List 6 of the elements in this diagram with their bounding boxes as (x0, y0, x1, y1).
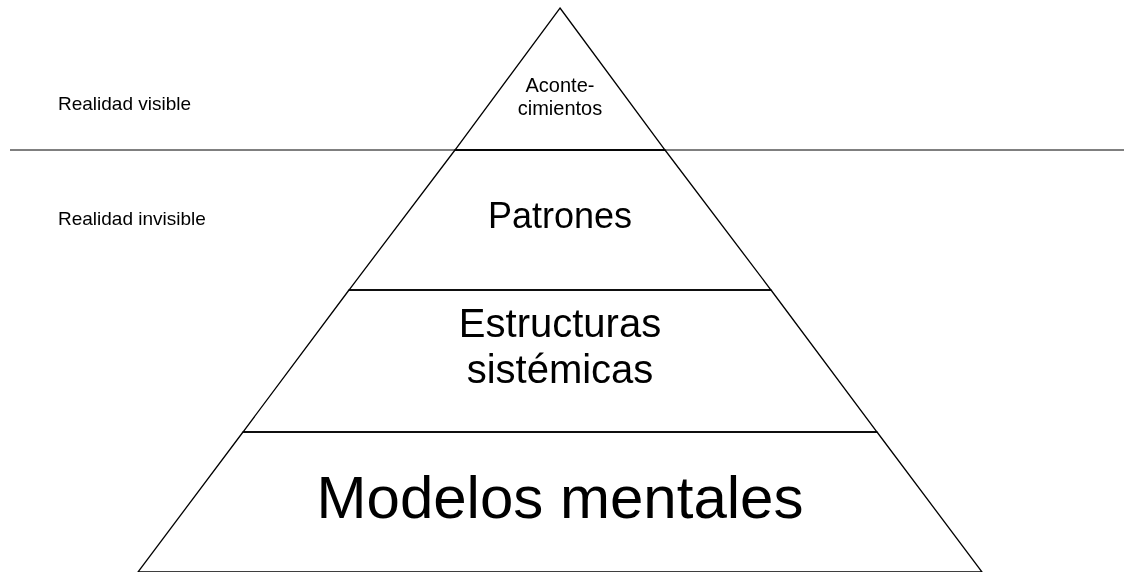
side-label: Realidad visible (58, 93, 192, 115)
layer-label: Modelos mentales (315, 463, 805, 532)
layer-label: Patrones (486, 195, 634, 237)
side-label: Realidad invisible (58, 208, 206, 230)
layer-label: Aconte- cimientos (516, 74, 604, 120)
layer-label: Estructuras sistémicas (457, 300, 663, 392)
